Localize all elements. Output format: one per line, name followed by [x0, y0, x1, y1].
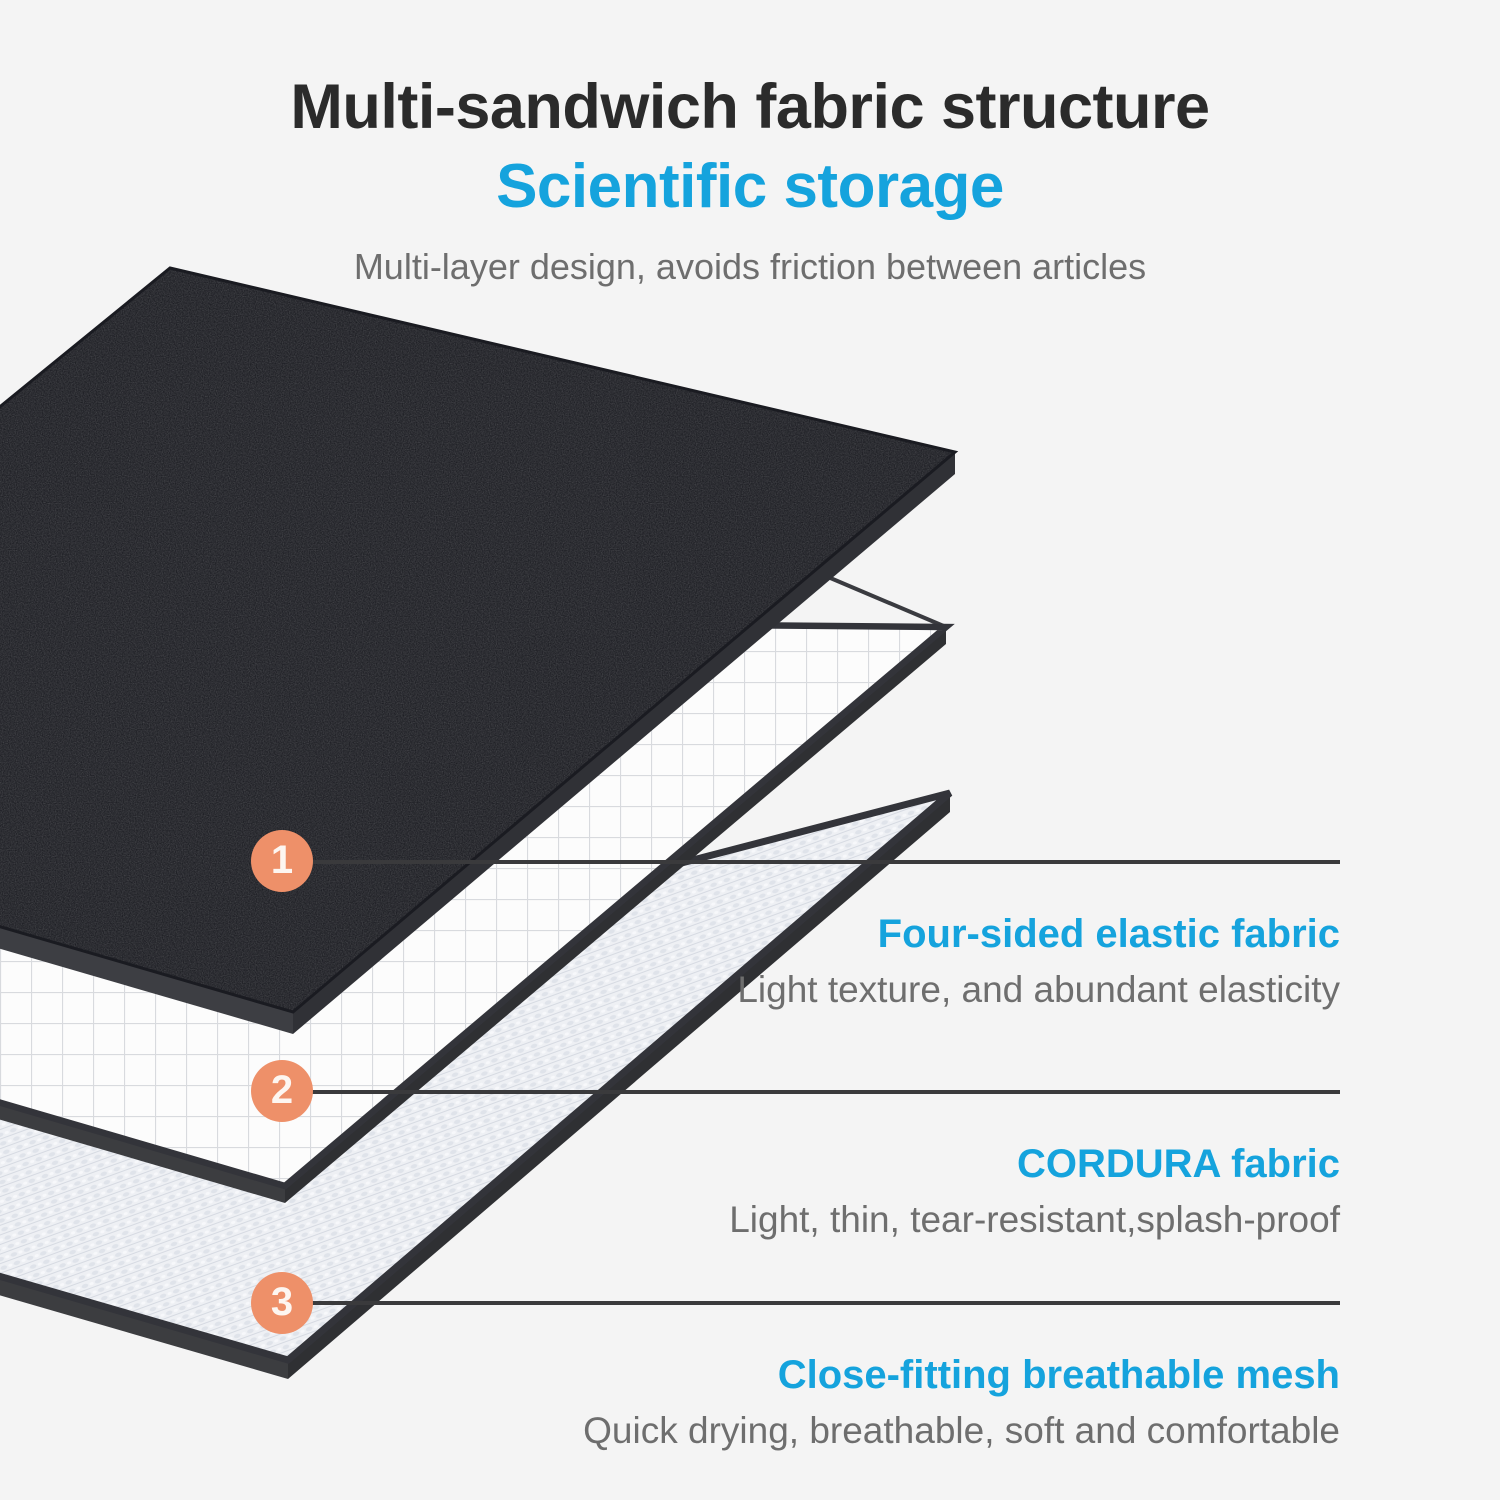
- callout-2-title: CORDURA fabric: [1017, 1142, 1340, 1186]
- callout-2: CORDURA fabric Light, thin, tear-resista…: [729, 1142, 1340, 1241]
- leader-line-2: [300, 1090, 1340, 1094]
- callout-2-description: Light, thin, tear-resistant,splash-proof: [729, 1199, 1340, 1240]
- callout-3-title: Close-fitting breathable mesh: [777, 1353, 1340, 1397]
- callout-1-description: Light texture, and abundant elasticity: [737, 969, 1340, 1010]
- callout-3: Close-fitting breathable mesh Quick dryi…: [583, 1353, 1340, 1452]
- leader-line-1: [300, 860, 1340, 864]
- layer-badge-2[interactable]: 2: [251, 1060, 313, 1122]
- leader-line-3: [300, 1301, 1340, 1305]
- layer-badge-1[interactable]: 1: [251, 830, 313, 892]
- callout-1-title: Four-sided elastic fabric: [877, 912, 1340, 956]
- layer-badge-3[interactable]: 3: [251, 1272, 313, 1334]
- callout-3-description: Quick drying, breathable, soft and comfo…: [583, 1410, 1340, 1451]
- callout-1: Four-sided elastic fabric Light texture,…: [737, 912, 1340, 1011]
